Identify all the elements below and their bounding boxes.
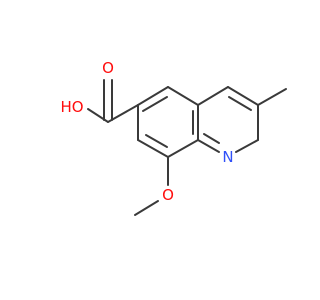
bond-ring-b4: [235, 139, 259, 153]
bond-ring-a5-inner: [145, 134, 168, 148]
bond-ring-a1-inner: [142, 96, 168, 112]
bond-ring-a1: [137, 86, 169, 106]
bond-ring-b2-inner: [228, 96, 252, 111]
bond-ring-a4: [167, 139, 199, 158]
structure-canvas: O HO N O: [60, 59, 287, 216]
atom-nitrogen: N: [222, 148, 233, 166]
bond-o-ch3: [134, 200, 159, 216]
atom-oxygen-hydroxyl: HO: [60, 98, 83, 116]
bond-ring-b5-inner: [203, 133, 220, 144]
bond-ring-b2: [227, 86, 259, 106]
atom-oxygen-carbonyl: O: [102, 59, 114, 77]
bond-ring-b1: [197, 86, 229, 106]
bond-methyl: [257, 88, 287, 106]
molecule-structure: O HO N O: [60, 59, 287, 216]
atom-oxygen-methoxy: O: [162, 186, 174, 204]
bond-ring-a5: [137, 139, 169, 158]
bond-ring-a2: [167, 86, 199, 106]
bond-ring-b5: [197, 139, 220, 153]
